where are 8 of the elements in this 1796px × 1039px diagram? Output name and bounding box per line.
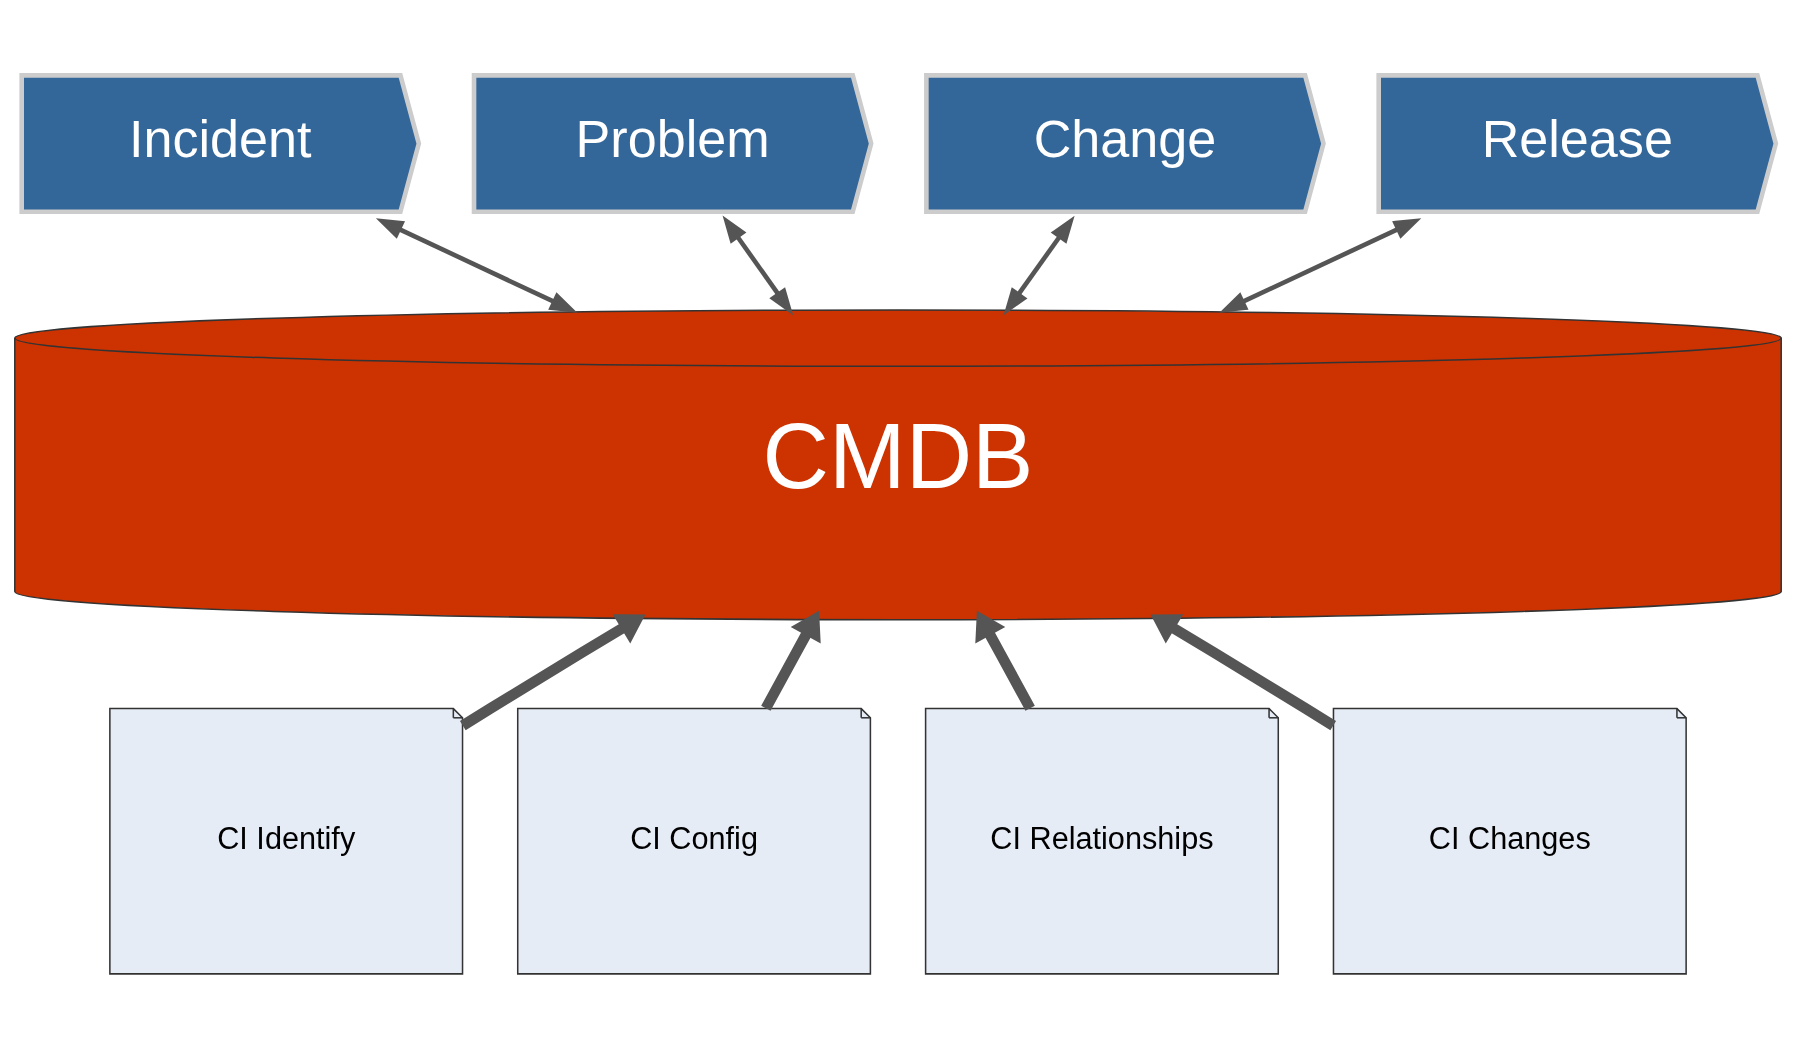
arrow <box>459 613 646 730</box>
arrow <box>1219 217 1422 313</box>
arrow <box>722 215 794 315</box>
arrow <box>975 610 1035 711</box>
arrow <box>375 217 578 313</box>
arrow <box>761 610 821 711</box>
arrow <box>1150 613 1337 730</box>
arrow <box>1003 215 1075 315</box>
